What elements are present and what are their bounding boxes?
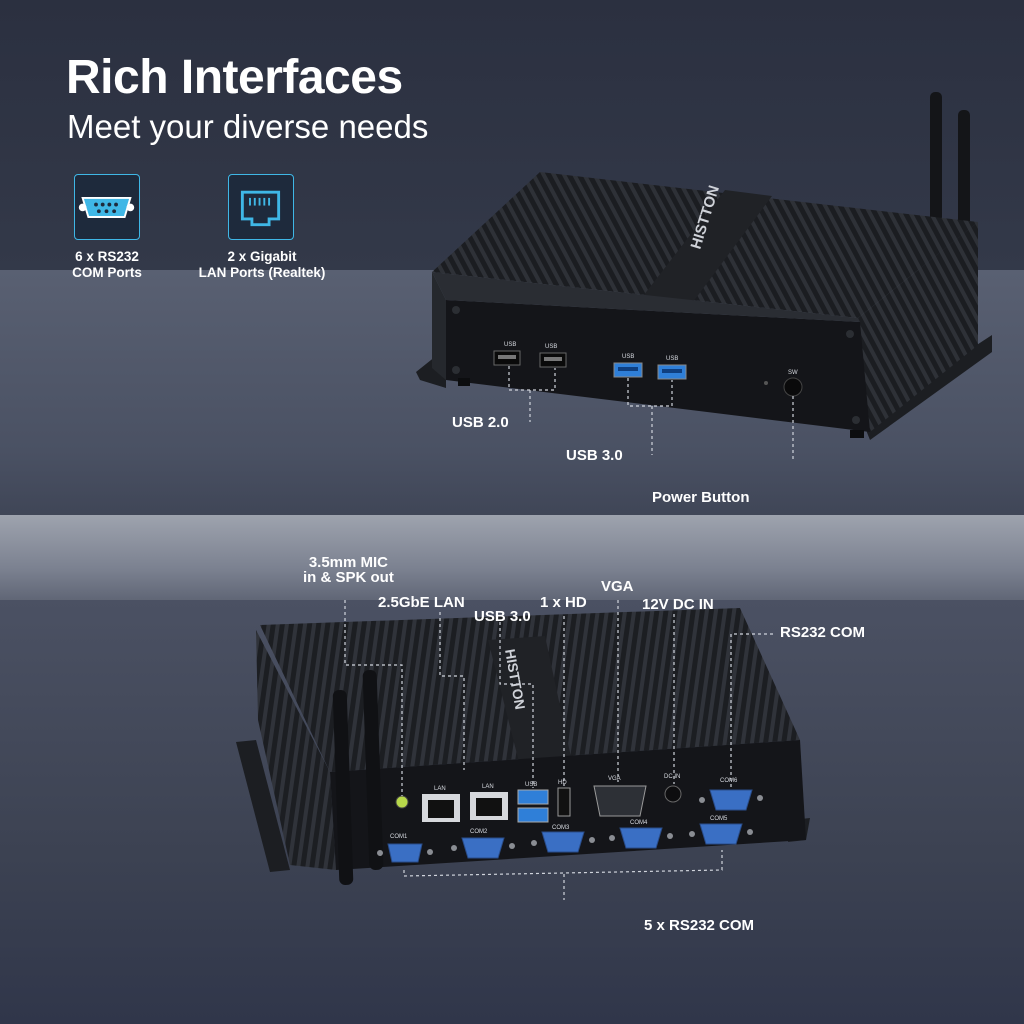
rear-com3-label: COM3 — [552, 825, 570, 831]
callout-5x-rs232: 5 x RS232 COM — [644, 917, 755, 934]
callout-vga: VGA — [601, 578, 634, 595]
power-led — [764, 381, 768, 385]
rear-dcin-label: DC IN — [664, 774, 680, 780]
feature-lan-box — [228, 174, 294, 240]
front-usb3-ports — [613, 362, 687, 380]
background-band — [0, 515, 1024, 605]
front-usb-label-2: USB — [545, 344, 557, 350]
rear-lan-label-1: LAN — [434, 786, 446, 792]
callout-lan: 2.5GbE LAN — [378, 594, 465, 611]
rear-device: HISTTON LAN LAN USB — [236, 600, 810, 900]
page-title: Rich Interfaces — [66, 51, 403, 104]
front-sw-label: SW — [788, 370, 798, 376]
feature-com-label: 6 x RS232 COM Ports — [72, 249, 142, 280]
ethernet-port-icon — [240, 190, 281, 227]
rear-usb-label: USB — [525, 782, 537, 788]
audio-jack — [395, 795, 409, 809]
rear-lan-ports — [422, 792, 508, 822]
front-usb-label-1: USB — [504, 342, 516, 348]
rear-usb3-ports — [517, 789, 549, 823]
feature-com-box — [74, 174, 140, 240]
dc-in-port — [664, 785, 682, 803]
rear-com1-label: COM1 — [390, 834, 408, 840]
rear-brand-ridge — [488, 636, 572, 766]
rear-antenna-left — [332, 690, 354, 885]
rear-com2-label: COM2 — [470, 829, 488, 835]
serial-port-icon — [78, 196, 135, 218]
brand-ridge — [640, 190, 772, 306]
rear-com6-label: COM6 — [720, 778, 738, 784]
page-subtitle: Meet your diverse needs — [67, 108, 429, 145]
rear-antenna-right — [362, 670, 384, 870]
front-callout-lines — [508, 366, 794, 460]
hdmi-port — [557, 787, 571, 817]
callout-dc-in: 12V DC IN — [642, 596, 714, 613]
callout-usb2: USB 2.0 — [452, 414, 509, 431]
callout-usb3-rear: USB 3.0 — [474, 608, 531, 625]
rear-com4-label: COM4 — [630, 820, 648, 826]
vga-port — [593, 785, 647, 817]
front-device: HISTTON USB USB USB USB SW — [416, 92, 992, 460]
front-usb2-ports — [493, 350, 567, 368]
rear-com-ports — [387, 789, 753, 863]
callout-rs232-com: RS232 COM — [780, 624, 866, 641]
callout-hd: 1 x HD — [540, 594, 587, 611]
front-usb-label-3: USB — [622, 354, 634, 360]
rear-side-fins — [256, 630, 336, 870]
antenna-right — [958, 110, 970, 228]
callout-audio: 3.5mm MIC in & SPK out — [303, 554, 394, 586]
feature-lan-label: 2 x Gigabit LAN Ports (Realtek) — [198, 249, 326, 280]
callout-usb3-front: USB 3.0 — [566, 447, 623, 464]
power-button[interactable] — [783, 377, 803, 397]
front-usb-label-4: USB — [666, 356, 678, 362]
rear-vga-label: VGA — [608, 776, 621, 782]
rear-callout-lines — [344, 600, 773, 900]
rear-lan-label-2: LAN — [482, 784, 494, 790]
callout-power-button: Power Button — [652, 489, 750, 506]
rear-hd-label: HD — [558, 780, 567, 786]
front-side-fins — [858, 222, 978, 432]
rear-com5-label: COM5 — [710, 816, 728, 822]
antenna-left — [930, 92, 942, 222]
